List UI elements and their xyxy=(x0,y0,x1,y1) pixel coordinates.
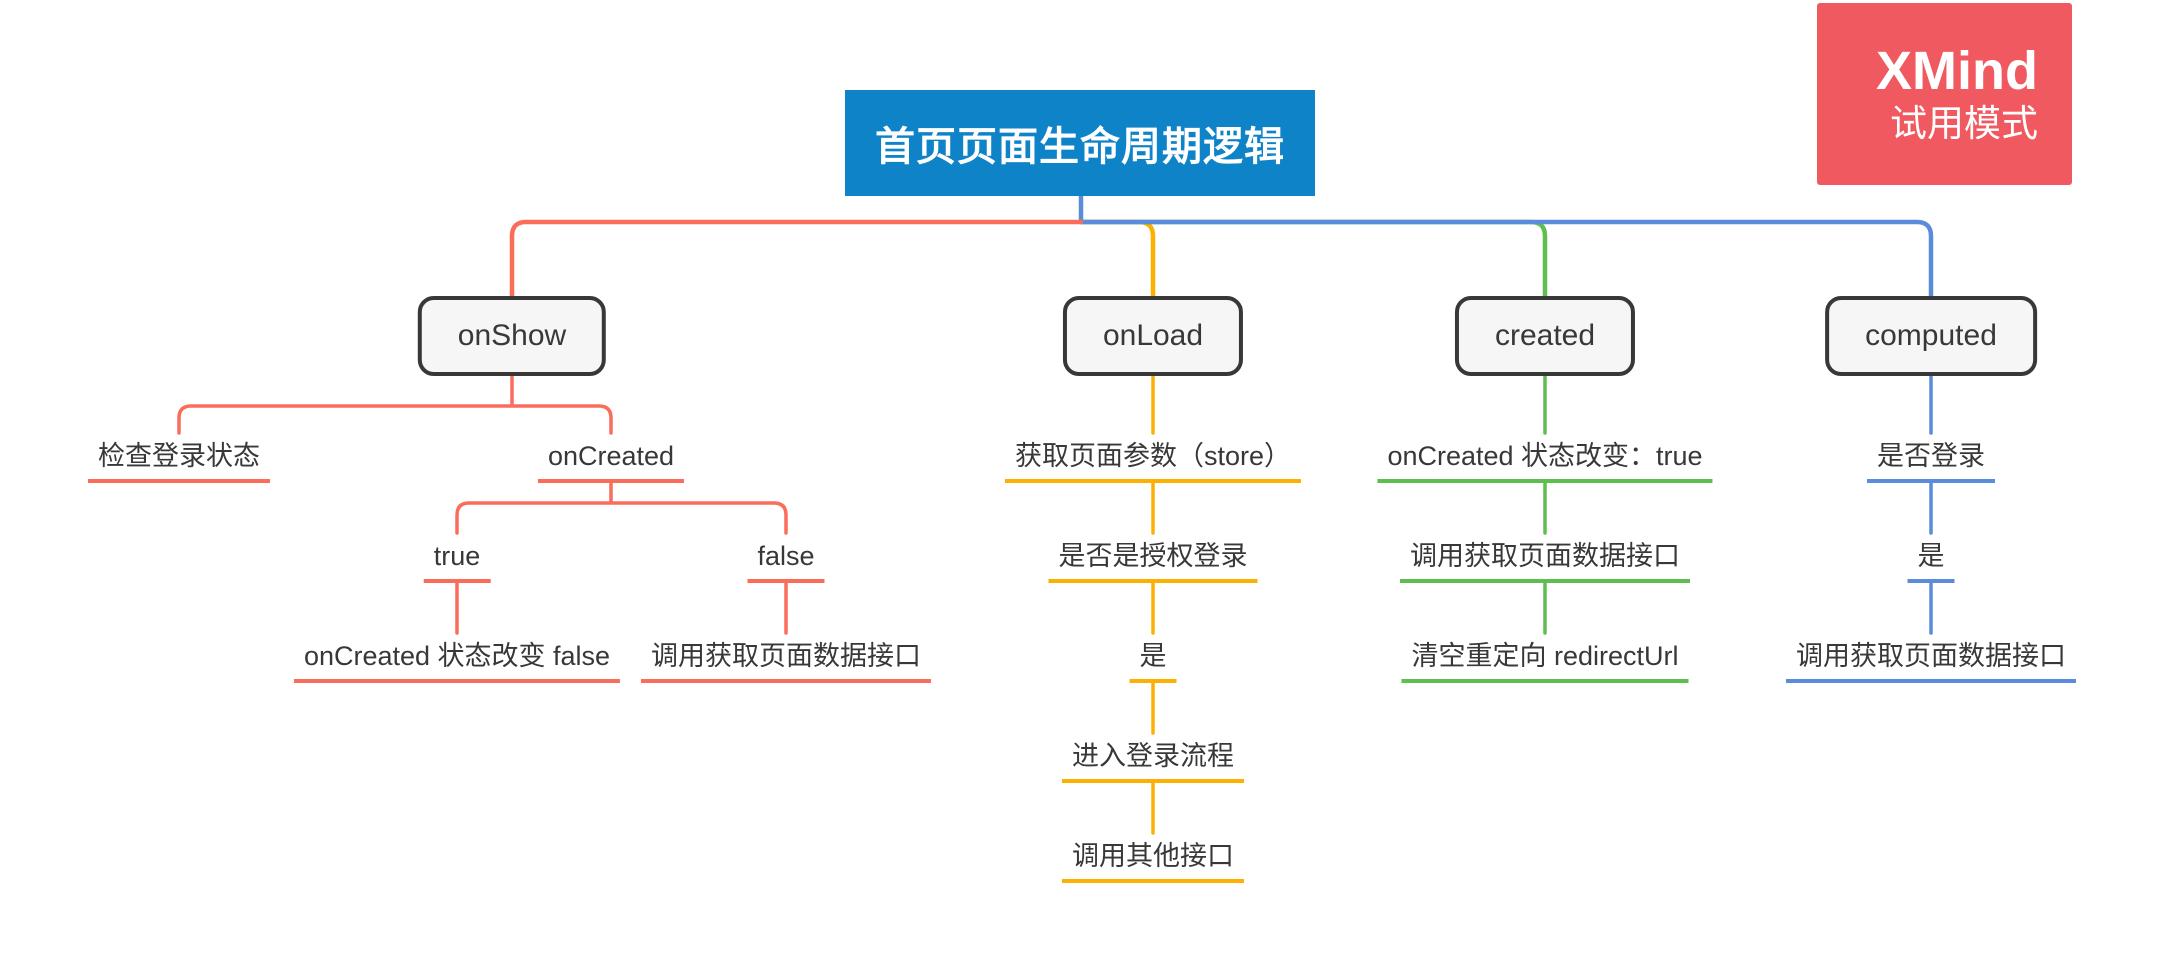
xmind-logo-text: XMind xyxy=(1876,41,2038,101)
trial-mode-label: 试用模式 xyxy=(1890,103,2038,144)
node-oncreated-false-case[interactable]: false xyxy=(747,537,825,583)
topic-onshow[interactable]: onShow xyxy=(417,296,607,376)
connector-root-computed xyxy=(1078,219,1934,299)
node-check-login-status[interactable]: 检查登录状态 xyxy=(88,437,270,483)
node-oncreated-true-case[interactable]: true xyxy=(423,537,491,583)
node-is-login[interactable]: 是否登录 xyxy=(1867,437,1995,483)
node-call-page-data-api-computed[interactable]: 调用获取页面数据接口 xyxy=(1786,637,2076,683)
root-topic[interactable]: 首页页面生命周期逻辑 xyxy=(845,90,1315,196)
node-enter-login-flow[interactable]: 进入登录流程 xyxy=(1062,737,1244,783)
node-call-other-api[interactable]: 调用其他接口 xyxy=(1062,837,1244,883)
node-set-oncreated-true[interactable]: onCreated 状态改变：true xyxy=(1377,437,1713,483)
topic-created[interactable]: created xyxy=(1454,296,1636,376)
node-is-auth-login[interactable]: 是否是授权登录 xyxy=(1048,537,1258,583)
node-set-oncreated-false[interactable]: onCreated 状态改变 false xyxy=(293,637,621,683)
node-call-page-data-api-onshow[interactable]: 调用获取页面数据接口 xyxy=(641,637,931,683)
node-get-page-params[interactable]: 获取页面参数（store） xyxy=(1004,437,1302,483)
node-call-page-data-api-created[interactable]: 调用获取页面数据接口 xyxy=(1400,537,1690,583)
node-oncreated[interactable]: onCreated xyxy=(537,437,685,483)
node-yes-computed[interactable]: 是 xyxy=(1907,537,1955,583)
xmind-trial-watermark: XMind 试用模式 xyxy=(1817,3,2072,185)
topic-computed[interactable]: computed xyxy=(1825,296,2037,376)
connector-root-onshow xyxy=(509,219,1084,299)
connector-onshow-subtree xyxy=(177,374,788,635)
node-clear-redirect-url[interactable]: 清空重定向 redirectUrl xyxy=(1401,637,1689,683)
topic-onload[interactable]: onLoad xyxy=(1062,296,1244,376)
node-yes-onload[interactable]: 是 xyxy=(1129,637,1177,683)
connector-root-onload xyxy=(1078,219,1156,299)
